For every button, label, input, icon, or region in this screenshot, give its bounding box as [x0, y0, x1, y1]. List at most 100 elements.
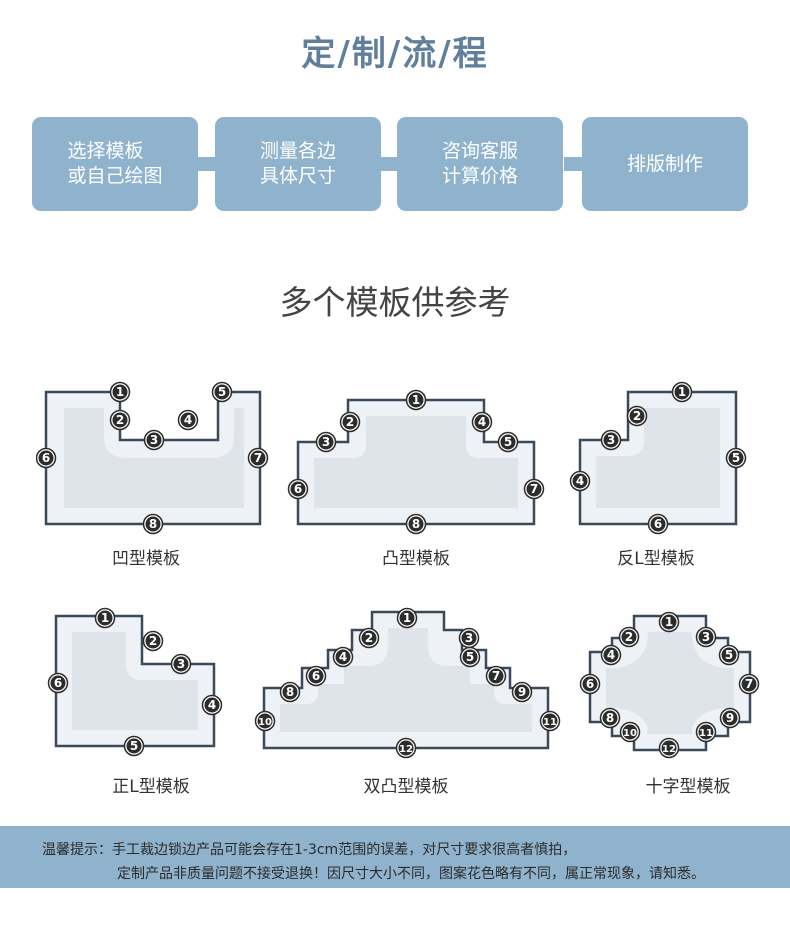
marker-number: 9 — [518, 685, 526, 699]
marker-badge-fill — [408, 392, 424, 408]
templates-heading: 多个模板供参考 — [279, 283, 511, 322]
marker-badge-fill — [741, 676, 757, 692]
template-caption: 双凸型模板 — [363, 777, 449, 797]
notice-line-2: 定制产品非质量问题不接受退换！因尺寸大小不同，图案花色略有不同，属正常现象，请知… — [117, 866, 705, 882]
marker-number: 2 — [149, 634, 157, 648]
step-1-box: 选择模板 或自己绘图 — [32, 117, 198, 211]
marker-number: 5 — [732, 451, 740, 465]
marker-badge-fill — [290, 481, 306, 497]
marker-number: 11 — [543, 717, 557, 728]
marker-number: 6 — [586, 677, 594, 691]
marker-badge-fill — [582, 676, 598, 692]
marker-badge-fill — [146, 432, 162, 448]
marker-number: 10 — [623, 728, 637, 739]
template-caption: 正L型模板 — [112, 777, 190, 797]
marker-badge-fill — [674, 384, 690, 400]
marker-number: 2 — [365, 631, 373, 645]
marker-number: 2 — [346, 415, 354, 429]
marker-badge-fill — [398, 740, 414, 756]
marker-number: 7 — [530, 482, 538, 496]
marker-badge-fill — [603, 432, 619, 448]
marker-badge-fill — [282, 684, 298, 700]
marker-badge-fill — [461, 630, 477, 646]
marker-badge-fill — [514, 684, 530, 700]
marker-number: 4 — [478, 415, 486, 429]
marker-badge-fill — [500, 434, 516, 450]
marker-number: 1 — [101, 611, 109, 625]
marker-number: 8 — [606, 711, 614, 725]
marker-badge-fill — [214, 384, 230, 400]
step-3-box: 咨询客服 计算价格 — [397, 117, 563, 211]
arrow-right-icon — [564, 149, 598, 179]
marker-number: 7 — [492, 669, 500, 683]
marker-number: 10 — [258, 717, 272, 728]
marker-badge-fill — [408, 516, 424, 532]
step-2-box: 测量各边 具体尺寸 — [215, 117, 381, 211]
marker-number: 5 — [466, 650, 474, 664]
marker-badge-fill — [542, 713, 558, 729]
marker-badge-fill — [474, 414, 490, 430]
page-title: 定/制/流/程 — [301, 34, 489, 74]
step-4-text: 排版制作 — [626, 152, 703, 175]
marker-badge-fill — [698, 724, 714, 740]
marker-number: 3 — [150, 433, 158, 447]
marker-badge-fill — [250, 450, 266, 466]
marker-badge-fill — [180, 412, 196, 428]
step-2-text: 测量各边 具体尺寸 — [259, 140, 336, 187]
marker-number: 1 — [116, 385, 124, 399]
marker-number: 2 — [116, 413, 124, 427]
marker-number: 3 — [322, 435, 330, 449]
marker-badge-fill — [204, 697, 220, 713]
marker-badge-fill — [622, 724, 638, 740]
marker-badge-fill — [526, 481, 542, 497]
marker-badge-fill — [728, 450, 744, 466]
step-3-text: 咨询客服 计算价格 — [441, 140, 518, 187]
marker-number: 12 — [399, 744, 413, 755]
marker-number: 5 — [130, 739, 138, 753]
notice-line-1: 温馨提示：手工裁边锁边产品可能会存在1-3cm范围的误差，对尺寸要求很高者慎拍， — [42, 842, 577, 858]
marker-badge-fill — [572, 473, 588, 489]
marker-number: 5 — [725, 648, 733, 662]
marker-badge-fill — [650, 516, 666, 532]
template-caption: 凹型模板 — [112, 549, 180, 569]
marker-number: 3 — [177, 657, 185, 671]
marker-number: 8 — [286, 685, 294, 699]
arrow-right-icon — [198, 149, 232, 179]
marker-number: 4 — [339, 650, 347, 664]
marker-number: 3 — [607, 433, 615, 447]
marker-badge-fill — [318, 434, 334, 450]
marker-badge-fill — [661, 740, 677, 756]
marker-number: 7 — [254, 451, 262, 465]
marker-number: 11 — [699, 728, 713, 739]
marker-number: 6 — [294, 482, 302, 496]
marker-badge-fill — [462, 649, 478, 665]
marker-badge-fill — [488, 668, 504, 684]
marker-number: 5 — [218, 385, 226, 399]
marker-badge-fill — [335, 649, 351, 665]
marker-number: 6 — [654, 517, 662, 531]
marker-number: 12 — [662, 744, 676, 755]
marker-number: 6 — [312, 669, 320, 683]
marker-number: 5 — [504, 435, 512, 449]
marker-badge-fill — [621, 629, 637, 645]
marker-badge-fill — [361, 630, 377, 646]
notice-banner: 温馨提示：手工裁边锁边产品可能会存在1-3cm范围的误差，对尺寸要求很高者慎拍，… — [0, 826, 790, 888]
step-1-text: 选择模板 或自己绘图 — [67, 140, 163, 187]
marker-badge-fill — [399, 610, 415, 626]
marker-badge-fill — [50, 675, 66, 691]
marker-number: 2 — [633, 409, 641, 423]
marker-badge-fill — [38, 450, 54, 466]
marker-number: 4 — [184, 413, 192, 427]
marker-badge-fill — [603, 647, 619, 663]
marker-number: 1 — [665, 615, 673, 629]
marker-badge-fill — [145, 516, 161, 532]
marker-badge-fill — [145, 633, 161, 649]
marker-number: 1 — [412, 393, 420, 407]
marker-number: 3 — [465, 631, 473, 645]
